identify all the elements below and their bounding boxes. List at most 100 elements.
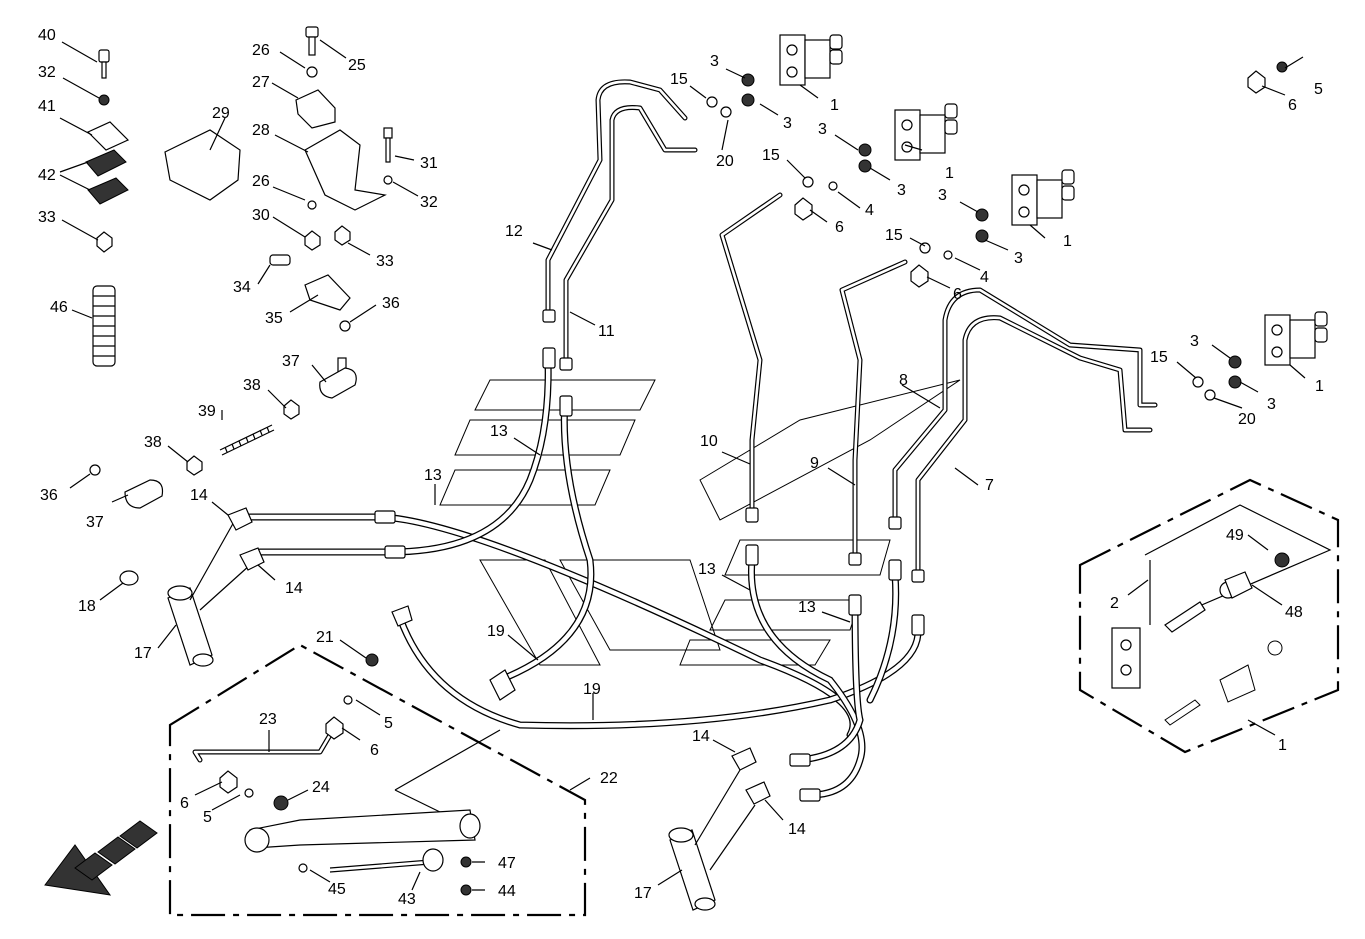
upper-center-hardware (295, 26, 393, 251)
label-1: 1 (1278, 737, 1287, 754)
label-6: 6 (180, 795, 189, 812)
label-19: 19 (487, 623, 505, 640)
label-21: 21 (316, 629, 334, 646)
label-27: 27 (252, 74, 270, 91)
label-30: 30 (252, 207, 270, 224)
label-34: 34 (233, 279, 251, 296)
label-3: 3 (897, 182, 906, 199)
label-20: 20 (716, 153, 734, 170)
label-33: 33 (38, 209, 56, 226)
label-5: 5 (1314, 81, 1323, 98)
label-44: 44 (498, 883, 516, 900)
label-1: 1 (1315, 378, 1324, 395)
label-32: 32 (420, 194, 438, 211)
label-17: 17 (634, 885, 652, 902)
label-28: 28 (252, 122, 270, 139)
label-13: 13 (798, 599, 816, 616)
label-14: 14 (190, 487, 208, 504)
label-15: 15 (885, 227, 903, 244)
label-32: 32 (38, 64, 56, 81)
label-20: 20 (1238, 411, 1256, 428)
label-38: 38 (144, 434, 162, 451)
label-23: 23 (259, 711, 277, 728)
label-15: 15 (670, 71, 688, 88)
kit-1-box (1078, 478, 1340, 754)
label-5: 5 (203, 809, 212, 826)
label-2: 2 (1110, 595, 1119, 612)
label-10: 10 (700, 433, 718, 450)
label-13: 13 (490, 423, 508, 440)
fittings-3-15-20 (706, 61, 1288, 401)
label-22: 22 (600, 770, 618, 787)
cylinder-17-right (668, 747, 771, 911)
label-3: 3 (1267, 396, 1276, 413)
label-6: 6 (835, 219, 844, 236)
label-14: 14 (692, 728, 710, 745)
label-3: 3 (783, 115, 792, 132)
part-labels: 40 32 41 42 33 46 26 25 27 29 28 31 26 3… (38, 27, 1324, 908)
label-3: 3 (1014, 250, 1023, 267)
label-35: 35 (265, 310, 283, 327)
label-1: 1 (945, 165, 954, 182)
hoses (246, 356, 922, 799)
elbows-19 (391, 605, 516, 701)
hose-fittings (374, 309, 925, 802)
label-33: 33 (376, 253, 394, 270)
label-12: 12 (505, 223, 523, 240)
label-1: 1 (1063, 233, 1072, 250)
label-4: 4 (980, 269, 989, 286)
label-37: 37 (282, 353, 300, 370)
upper-left-hardware (85, 49, 130, 367)
label-17: 17 (134, 645, 152, 662)
label-3: 3 (938, 187, 947, 204)
label-41: 41 (38, 98, 56, 115)
label-36: 36 (382, 295, 400, 312)
valve-block-3 (1011, 169, 1075, 226)
label-43: 43 (398, 891, 416, 908)
valve-block-1 (779, 34, 843, 86)
linkage-34-39 (89, 254, 357, 509)
label-6: 6 (370, 742, 379, 759)
label-15: 15 (762, 147, 780, 164)
label-19: 19 (583, 681, 601, 698)
label-3: 3 (818, 121, 827, 138)
cylinder-17-left (119, 507, 265, 667)
label-48: 48 (1285, 604, 1303, 621)
label-24: 24 (312, 779, 330, 796)
valve-blocks (779, 34, 1328, 366)
label-14: 14 (788, 821, 806, 838)
label-29: 29 (212, 105, 230, 122)
label-1: 1 (830, 97, 839, 114)
label-9: 9 (810, 455, 819, 472)
label-42: 42 (38, 167, 56, 184)
label-25: 25 (348, 57, 366, 74)
label-37: 37 (86, 514, 104, 531)
valve-block-4 (1264, 311, 1328, 366)
label-15: 15 (1150, 349, 1168, 366)
label-4: 4 (865, 202, 874, 219)
label-14: 14 (285, 580, 303, 597)
watermark-logo (439, 379, 961, 666)
label-3: 3 (1190, 333, 1199, 350)
label-38: 38 (243, 377, 261, 394)
label-26: 26 (252, 173, 270, 190)
valve-block-2 (894, 103, 958, 161)
label-36: 36 (40, 487, 58, 504)
kit-22-box (168, 643, 587, 917)
label-5: 5 (384, 715, 393, 732)
label-7: 7 (985, 477, 994, 494)
label-49: 49 (1226, 527, 1244, 544)
label-13: 13 (698, 561, 716, 578)
label-39: 39 (198, 403, 216, 420)
rigid-pipes (545, 79, 1158, 578)
bracket-29 (164, 129, 241, 201)
label-13: 13 (424, 467, 442, 484)
label-11: 11 (598, 323, 615, 340)
label-46: 46 (50, 299, 68, 316)
label-6: 6 (953, 286, 962, 303)
label-47: 47 (498, 855, 516, 872)
label-26: 26 (252, 42, 270, 59)
leader-lines (59, 39, 1306, 891)
label-18: 18 (78, 598, 96, 615)
